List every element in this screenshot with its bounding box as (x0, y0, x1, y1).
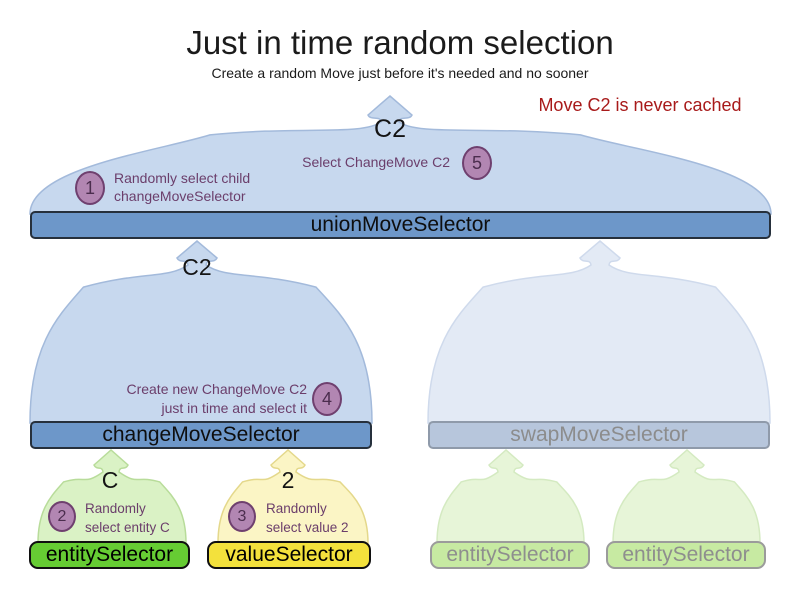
entity1-to-swap-funnel (436, 448, 585, 544)
step-5-label: Select ChangeMove C2 (270, 153, 450, 171)
flow-label-union-output-c2: C2 (374, 115, 406, 143)
flow-label-change-output-c2: C2 (182, 254, 212, 280)
step-4-line-1: Create new ChangeMove C2 (126, 381, 307, 397)
step-1-label: Randomly select child changeMoveSelector (114, 169, 334, 205)
note-move-never-cached: Move C2 is never cached (538, 95, 742, 115)
step-2-label: Randomly select entity C (85, 499, 215, 537)
swap-to-union-funnel (427, 240, 771, 424)
step-2-line-2: select entity C (85, 520, 170, 535)
node-entity-selector-inactive-1: entitySelector (430, 541, 590, 569)
step-3-line-2: select value 2 (266, 520, 349, 535)
step-5-line-1: Select ChangeMove C2 (302, 154, 450, 170)
node-entity-selector-inactive-2: entitySelector (606, 541, 766, 569)
step-4-line-2: just in time and select it (161, 400, 307, 416)
node-value-selector-active: valueSelector (207, 541, 371, 569)
step-3-badge: 3 (228, 501, 256, 532)
step-1-line-1: Randomly select child (114, 170, 251, 186)
node-entity-selector-active: entitySelector (29, 541, 190, 569)
node-change-move-selector: changeMoveSelector (30, 421, 372, 449)
step-3-label: Randomly select value 2 (266, 499, 396, 537)
step-3-line-1: Randomly (266, 501, 327, 516)
step-1-badge: 1 (75, 171, 105, 205)
union-output-funnel (29, 95, 772, 215)
node-union-move-selector: unionMoveSelector (30, 211, 771, 239)
step-2-badge: 2 (48, 501, 76, 532)
diagram-subtitle: Create a random Move just before it's ne… (211, 65, 589, 81)
entity2-to-swap-funnel (612, 448, 761, 544)
step-4-label: Create new ChangeMove C2 just in time an… (115, 380, 307, 418)
diagram-title: Just in time random selection (186, 24, 614, 61)
flow-label-value-output-2: 2 (281, 467, 295, 493)
flow-label-entity-output-c: C (101, 467, 119, 493)
change-to-union-funnel (29, 240, 373, 424)
step-4-badge: 4 (312, 382, 342, 416)
step-1-line-2: changeMoveSelector (114, 188, 246, 204)
step-5-badge: 5 (462, 146, 492, 180)
step-2-line-1: Randomly (85, 501, 146, 516)
node-swap-move-selector: swapMoveSelector (428, 421, 770, 449)
